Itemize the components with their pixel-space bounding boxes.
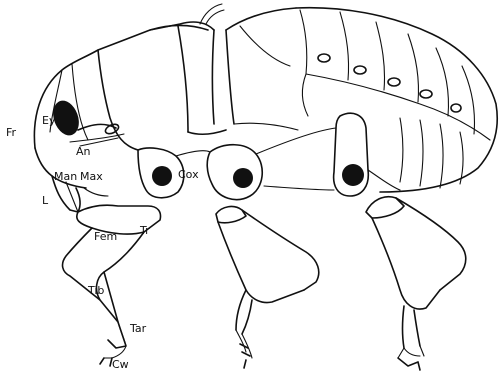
- label-ey: Ey: [42, 114, 56, 127]
- label-cw: Cw: [112, 358, 129, 371]
- label-fem: Fem: [94, 230, 117, 243]
- label-tib: Tib: [87, 284, 104, 297]
- label-l: L: [42, 194, 49, 207]
- label-cox: Cox: [178, 168, 199, 181]
- label-tr: Tr: [139, 224, 150, 237]
- label-an: An: [76, 145, 91, 158]
- abdomen: [300, 10, 490, 188]
- mid-leg: [216, 207, 319, 368]
- label-tar: Tar: [129, 322, 147, 335]
- label-max: Max: [80, 170, 103, 183]
- hind-leg: [366, 197, 466, 370]
- label-man: Man: [54, 170, 77, 183]
- thorax: [98, 4, 497, 192]
- label-fr: Fr: [6, 126, 17, 139]
- coxae: [138, 113, 400, 199]
